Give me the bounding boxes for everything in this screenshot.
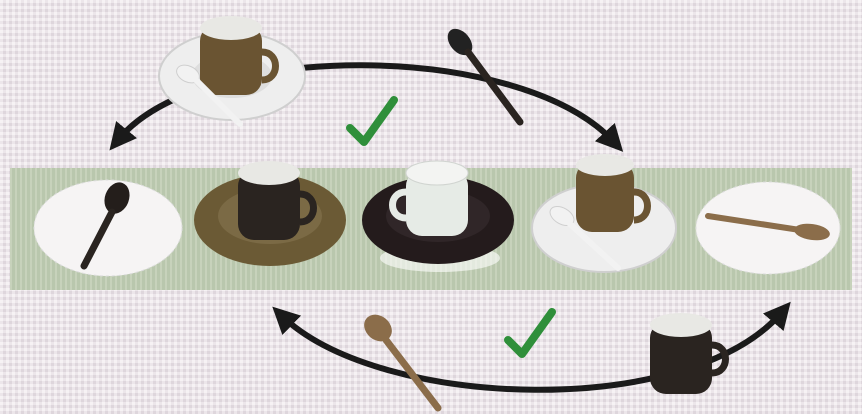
left-doily xyxy=(34,179,182,276)
right-doily xyxy=(696,182,840,274)
